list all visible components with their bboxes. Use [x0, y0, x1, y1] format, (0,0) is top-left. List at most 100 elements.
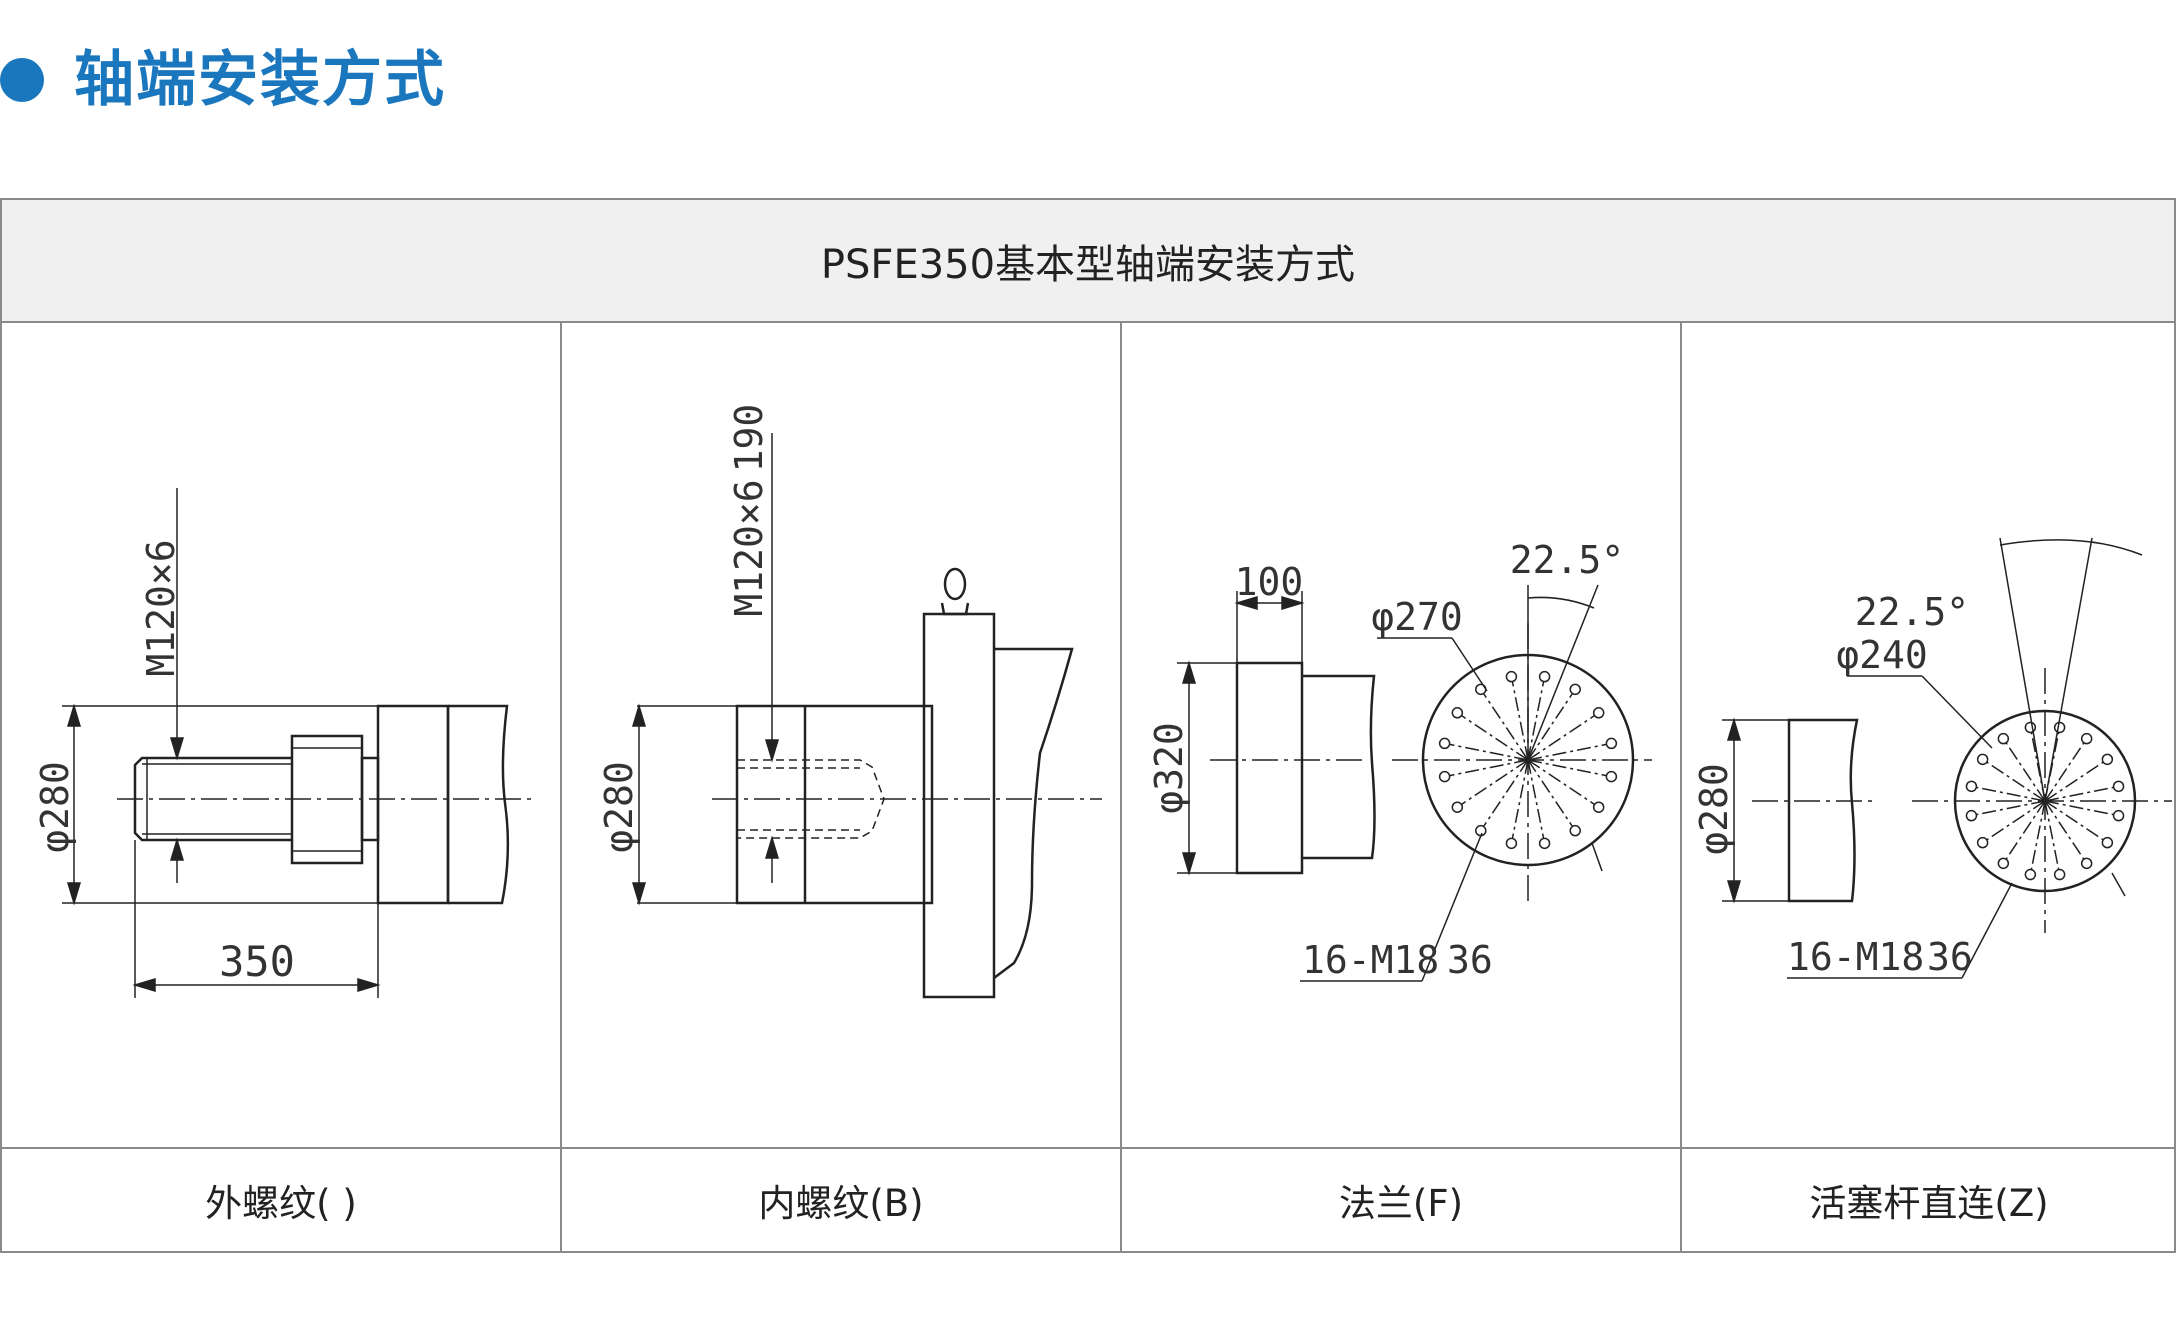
bolt-hole-spoke: [1461, 714, 1529, 761]
external-thread-diagram: M120×6 φ280 350: [33, 488, 537, 998]
cylinder-break: [993, 647, 1074, 979]
bolt-hole: [1976, 836, 1989, 849]
bolt-hole: [2112, 780, 2125, 793]
dim-hole-depth-text: 36: [1447, 938, 1493, 982]
bolt-hole: [1438, 770, 1451, 783]
bolt-hole: [1569, 683, 1581, 696]
bolt-hole: [2053, 868, 2066, 881]
bolt-hole: [1451, 707, 1464, 719]
bolt-hole-spoke: [1449, 743, 1529, 761]
bolt-hole: [2112, 809, 2125, 822]
angle-arc: [1527, 596, 1595, 609]
bolt-hole-spoke: [1986, 800, 2046, 841]
hole-leader: [1961, 882, 2013, 979]
section-title: 轴端安装方式: [74, 45, 446, 115]
bolt-hole-spoke: [1449, 759, 1529, 777]
cylinder-head: [922, 612, 996, 999]
dim-angle-text: 22.5°: [1855, 590, 1969, 634]
bolt-hole-spoke: [1976, 800, 2046, 816]
rod-hole-group: [1965, 721, 2125, 881]
mounting-table: PSFE350基本型轴端安装方式: [0, 198, 2176, 1253]
dim-thickness-text: 100: [1235, 560, 1304, 604]
bolt-hole: [2080, 857, 2093, 870]
bolt-hole: [1965, 780, 1978, 793]
cell-external-thread: M120×6 φ280 350 外螺纹( ): [2, 323, 562, 1251]
drawing-external-thread: M120×6 φ280 350: [2, 323, 560, 1149]
bolt-hole-spoke: [1482, 759, 1529, 827]
bolt-hole-spoke: [1976, 786, 2046, 802]
bolt-hole-spoke: [1527, 759, 1607, 777]
bolt-hole: [2053, 721, 2066, 734]
dim-holes-text: 16-M18: [1787, 935, 1924, 979]
label-internal-thread: 内螺纹(B): [758, 1182, 924, 1225]
angle-arc: [1999, 539, 2143, 556]
bolt-hole-spoke: [2044, 786, 2114, 802]
bolt-hole-spoke: [1511, 759, 1529, 839]
bolt-hole-spoke: [2030, 800, 2046, 870]
bolt-hole-spoke: [1527, 759, 1545, 839]
lifting-eye: [943, 567, 967, 601]
drawing-direct-rod: φ280 φ240 22.5° 16-M18 36: [1682, 323, 2176, 1149]
bolt-hole-spoke: [1527, 743, 1607, 761]
bolt-hole: [1451, 801, 1464, 813]
bolt-hole-spoke: [2044, 800, 2060, 870]
drawing-flange: 100 φ320 φ270 22.5° 16-M18 36: [1122, 323, 1680, 1149]
bolt-hole-spoke: [1511, 681, 1529, 761]
dim-bolt-circle-text: φ270: [1371, 595, 1463, 639]
dim-diameter-text: φ320: [1147, 722, 1191, 814]
flange-plate: [1235, 661, 1304, 875]
bolt-hole-spoke: [1527, 714, 1595, 761]
bolt-hole: [1997, 732, 2010, 745]
dim-thread-text: M120×6: [139, 539, 183, 676]
table-title: PSFE350基本型轴端安装方式: [820, 241, 1356, 288]
flange-diagram: 100 φ320 φ270 22.5° 16-M18 36: [1147, 538, 1652, 982]
cylinder-break: [448, 704, 510, 905]
bolt-hole: [2101, 836, 2114, 849]
bolt-hole: [1438, 737, 1451, 750]
bolt-hole-spoke: [2044, 742, 2085, 802]
rod-end: [735, 704, 934, 905]
bolt-hole-spoke: [2005, 800, 2046, 860]
dim-holes-text: 16-M18: [1302, 938, 1439, 982]
bolt-hole: [2080, 732, 2093, 745]
rod-end: [1787, 718, 1859, 903]
bolt-hole-spoke: [2044, 800, 2114, 816]
bolt-circle-leader: [1921, 675, 1993, 749]
bolt-hole: [1997, 857, 2010, 870]
label-direct-rod: 活塞杆直连(Z): [1809, 1182, 2049, 1225]
flange-break: [1302, 674, 1376, 860]
label-flange: 法兰(F): [1338, 1182, 1464, 1225]
bolt-hole-spoke: [1527, 759, 1595, 806]
cylinder-body: [376, 704, 450, 905]
bolt-hole: [1505, 670, 1518, 683]
flange-hole-group: [1438, 670, 1618, 850]
bolt-hole-spoke: [1986, 761, 2046, 802]
cell-flange: 100 φ320 φ270 22.5° 16-M18 36 法兰(F): [1122, 323, 1682, 1251]
dim-diameter-text: φ280: [33, 761, 77, 853]
cell-direct-rod: φ280 φ240 22.5° 16-M18 36 活塞杆直连(Z): [1682, 323, 2176, 1251]
bolt-hole-spoke: [2044, 800, 2104, 841]
dim-diameter-text: φ280: [1692, 763, 1736, 855]
bolt-hole-spoke: [1527, 693, 1574, 761]
bolt-hole: [1605, 737, 1618, 750]
direct-rod-diameter: φ280 φ240 22.5° 16-M18 36: [1692, 537, 2172, 979]
label-external-thread: 外螺纹( ): [205, 1182, 357, 1225]
bolt-hole: [1592, 707, 1605, 719]
internal-thread-diagram: M120×6 190 φ280: [597, 404, 1102, 999]
bolt-hole-spoke: [1527, 681, 1545, 761]
bolt-hole: [1965, 809, 1978, 822]
dim-depth-text: 190: [727, 404, 771, 473]
hole-leader: [1421, 832, 1483, 982]
bolt-hole-spoke: [1527, 759, 1574, 827]
dim-angle-text: 22.5°: [1510, 538, 1624, 582]
dim-hole-depth-text: 36: [1927, 935, 1973, 979]
bolt-hole: [1538, 670, 1551, 683]
bolt-hole: [1505, 837, 1518, 850]
bolt-hole: [1605, 770, 1618, 783]
section-heading: 轴端安装方式: [0, 38, 446, 122]
table-header: PSFE350基本型轴端安装方式: [2, 200, 2174, 323]
bolt-hole: [2101, 753, 2114, 766]
bolt-hole-spoke: [2044, 800, 2085, 860]
bolt-hole: [1592, 801, 1605, 813]
bolt-hole-spoke: [2005, 742, 2046, 802]
